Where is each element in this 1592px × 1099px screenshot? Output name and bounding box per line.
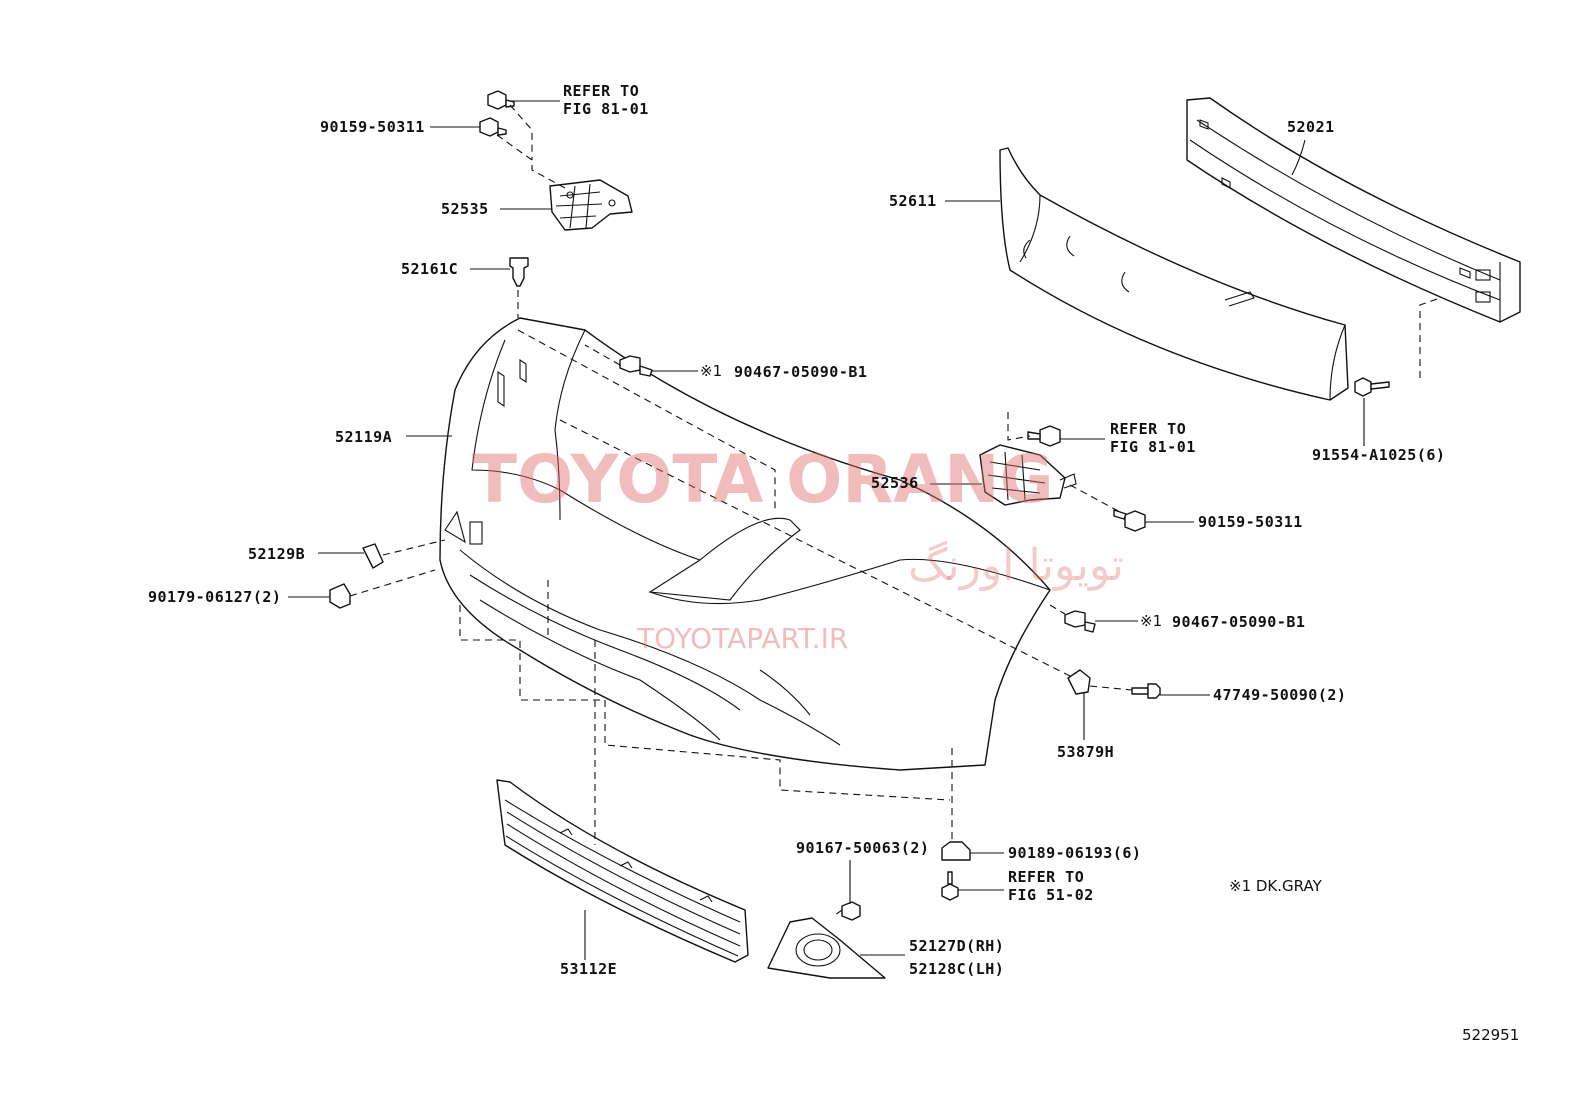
part-52535-bracket <box>549 179 633 231</box>
part-52611-absorber <box>999 147 1349 401</box>
watermark: TOYOTA ORANG تویوتا اورنگ TOYOTAPART.IR <box>472 441 1124 655</box>
refer-top-line2: FIG 81-01 <box>563 100 649 118</box>
label-90159-50311-right: 90159-50311 <box>1198 513 1303 531</box>
mark-symbol-right: ※1 <box>1140 612 1162 630</box>
label-90467-05090-B1-top: 90467-05090-B1 <box>734 363 867 381</box>
label-53112E: 53112E <box>560 960 617 978</box>
label-52161C: 52161C <box>401 260 458 278</box>
part-52127D-fog-cover <box>767 917 886 979</box>
assembly-lines <box>349 104 1441 916</box>
watermark-persian: تویوتا اورنگ <box>908 540 1124 591</box>
label-53879H: 53879H <box>1057 743 1114 761</box>
label-52119A: 52119A <box>335 428 392 446</box>
label-90189-06193: 90189-06193(6) <box>1008 844 1141 862</box>
label-52611: 52611 <box>889 192 937 210</box>
part-52536-bracket <box>979 444 1077 506</box>
label-52536: 52536 <box>871 474 919 492</box>
label-52535: 52535 <box>441 200 489 218</box>
labels: REFER TO FIG 81-01 90159-50311 52535 521… <box>148 82 1519 1044</box>
part-53112E-grille <box>496 779 749 963</box>
figure-id: 522951 <box>1462 1026 1519 1044</box>
refer-top-line1: REFER TO <box>563 82 639 100</box>
refer-bottom-line1: REFER TO <box>1008 868 1084 886</box>
label-91554-A1025: 91554-A1025(6) <box>1312 446 1445 464</box>
label-47749-50090: 47749-50090(2) <box>1213 686 1346 704</box>
refer-right-line2: FIG 81-01 <box>1110 438 1196 456</box>
label-52128C: 52128C(LH) <box>909 960 1004 978</box>
label-90179-06127: 90179-06127(2) <box>148 588 281 606</box>
label-90159-50311-top: 90159-50311 <box>320 118 425 136</box>
label-52129B: 52129B <box>248 545 305 563</box>
label-52127D: 52127D(RH) <box>909 937 1004 955</box>
fastener-drawings <box>329 90 1390 921</box>
label-90167-50063: 90167-50063(2) <box>796 839 929 857</box>
legend-dk-gray: ※1 DK.GRAY <box>1229 877 1323 895</box>
label-90467-05090-B1-right: 90467-05090-B1 <box>1172 613 1305 631</box>
leader-lines <box>288 100 1365 960</box>
watermark-brand: TOYOTA ORANG <box>472 441 1054 518</box>
part-52119A-bumper-cover <box>439 317 1051 771</box>
mark-symbol-top: ※1 <box>700 362 722 380</box>
watermark-url: TOYOTAPART.IR <box>636 622 848 655</box>
refer-bottom-line2: FIG 51-02 <box>1008 886 1094 904</box>
refer-right-line1: REFER TO <box>1110 420 1186 438</box>
label-52021: 52021 <box>1287 118 1335 136</box>
part-52021-reinforcement <box>1186 97 1521 323</box>
